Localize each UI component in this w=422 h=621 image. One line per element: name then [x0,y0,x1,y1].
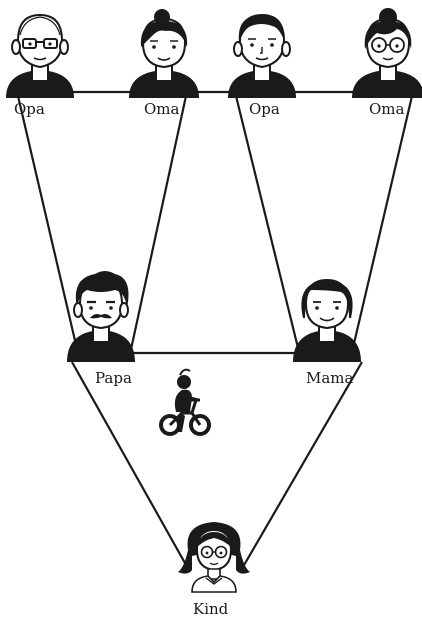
papa-to-kind-line [72,362,190,572]
opa-left-label: Opa [14,100,45,118]
mother-icon [293,280,361,362]
kind-label: Kind [193,600,229,618]
papa-label: Papa [95,369,132,387]
opa-right-to-mama-line [236,96,300,356]
oma-left-label: Oma [144,100,180,118]
child-girl-icon [178,522,250,592]
oma-right-label: Oma [369,100,405,118]
oma-left-node: Oma [129,9,199,118]
grandfather-glasses-icon [6,15,74,98]
father-mustache-icon [67,271,135,362]
mama-node: Mama [293,280,361,387]
opa-right-label: Opa [249,100,280,118]
grandmother-glasses-icon [352,8,422,98]
kind-node: Kind [178,522,250,618]
grandfather-icon [228,15,296,99]
mama-to-kind-line [240,362,362,572]
mama-label: Mama [306,369,354,387]
oma-left-to-papa-line [130,96,186,354]
oma-right-to-mama-line [352,96,412,352]
opa-left-node: Opa [6,15,74,118]
opa-left-to-papa-line [18,96,80,362]
grandmother-bun-icon [129,9,199,98]
tree-connectors [18,92,412,572]
child-balance-bike-icon [161,370,209,434]
